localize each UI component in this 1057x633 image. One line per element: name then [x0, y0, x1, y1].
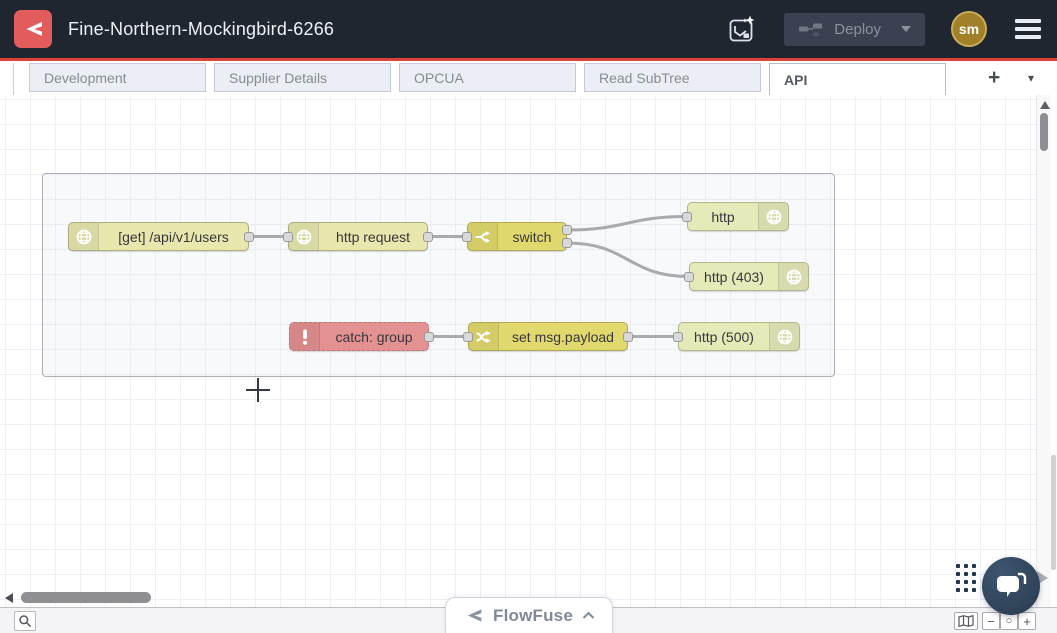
flow-node-http-res[interactable]: http [687, 202, 789, 231]
input-port[interactable] [682, 211, 692, 222]
tab-list-button[interactable]: ▾ [1028, 71, 1035, 85]
vertical-scrollbar-thumb[interactable] [1040, 113, 1048, 151]
node-label: http (403) [704, 268, 764, 285]
globe-icon [69, 223, 99, 250]
tab-label: Read SubTree [599, 69, 690, 86]
flowfuse-mark-icon [26, 22, 42, 36]
map-icon [958, 615, 974, 627]
globe-icon [769, 323, 799, 350]
globe-icon [778, 263, 808, 290]
chat-drag-handle[interactable] [956, 564, 976, 592]
deploy-options-caret-icon[interactable] [901, 26, 911, 32]
flow-node-switch[interactable]: switch [467, 222, 567, 251]
node-label: catch: group [335, 328, 413, 345]
main-menu-button[interactable] [1013, 15, 1043, 43]
tab-supplier-details[interactable]: Supplier Details [214, 63, 391, 92]
node-label: switch [512, 228, 552, 245]
add-flow-button[interactable]: + [988, 66, 1001, 89]
tab-label: OPCUA [414, 69, 464, 86]
tab-label: Supplier Details [229, 69, 328, 86]
tab-label: API [784, 71, 808, 88]
shuffle-icon [469, 323, 499, 350]
tab-bar: Development Supplier Details OPCUA Read Sub… [0, 61, 1057, 95]
tab-read-subtree[interactable]: Read SubTree [584, 63, 761, 92]
hamburger-icon [1015, 19, 1041, 23]
input-port[interactable] [673, 331, 683, 342]
flow-node-http-in[interactable]: [get] /api/v1/users [68, 222, 249, 251]
header-actions: Deploy sm [726, 11, 1043, 47]
flow-node-http-request[interactable]: http request [288, 222, 428, 251]
horizontal-scrollbar-thumb[interactable] [21, 592, 151, 603]
globe-icon [289, 223, 319, 250]
chat-bubbles-icon [997, 572, 1027, 597]
output-port[interactable] [562, 225, 572, 235]
tab-label: Development [44, 69, 127, 86]
fork-icon [468, 223, 498, 250]
node-label: [get] /api/v1/users [118, 228, 229, 245]
input-port[interactable] [462, 231, 472, 242]
tab-api[interactable]: API [769, 63, 946, 95]
tab-strip: Development Supplier Details OPCUA Read Sub… [29, 63, 954, 95]
zoom-in-button[interactable]: + [1018, 612, 1036, 630]
node-label: http (500) [694, 328, 754, 345]
flow-node-http-res-500[interactable]: http (500) [678, 322, 800, 351]
output-port[interactable] [623, 331, 633, 342]
output-port[interactable] [424, 331, 434, 342]
output-port[interactable] [562, 238, 572, 248]
flow-node-catch[interactable]: catch: group [289, 322, 429, 351]
user-avatar[interactable]: sm [951, 11, 987, 47]
tab-scroll-spacer [0, 63, 14, 95]
vertical-scrollbar-track[interactable] [1036, 95, 1051, 607]
scroll-up-arrow-icon[interactable] [1040, 101, 1050, 109]
tab-development[interactable]: Development [29, 63, 206, 92]
deploy-button[interactable]: Deploy [784, 12, 925, 46]
scroll-left-arrow-icon[interactable] [5, 593, 13, 603]
navigator-toggle-button[interactable] [954, 612, 978, 630]
chat-expand-arrow-icon[interactable] [1037, 571, 1048, 585]
flowfuse-banner-label: FlowFuse [493, 605, 573, 625]
flowfuse-gray-mark-icon [467, 609, 482, 622]
workspace-title: Fine-Northern-Mockingbird-6266 [68, 18, 335, 39]
flow-node-change[interactable]: set msg.payload [468, 322, 628, 351]
input-port[interactable] [684, 271, 694, 282]
input-port[interactable] [283, 231, 293, 242]
flow-node-http-res-403[interactable]: http (403) [689, 262, 809, 291]
flowfuse-logo[interactable] [14, 10, 52, 48]
ai-sparkle-icon [729, 15, 755, 42]
deploy-icon [799, 23, 823, 36]
outer-scrollbar-thumb[interactable] [1051, 455, 1056, 570]
flow-canvas[interactable] [0, 95, 1036, 607]
header-accent-line [0, 58, 1057, 61]
zoom-out-button[interactable]: − [982, 612, 1000, 630]
tab-opcua[interactable]: OPCUA [399, 63, 576, 92]
node-label: http request [336, 228, 410, 245]
node-label: http [711, 208, 735, 225]
output-port[interactable] [423, 231, 433, 242]
globe-icon [758, 203, 788, 230]
flow-assistant-button[interactable] [726, 13, 758, 45]
input-port[interactable] [463, 331, 473, 342]
flowfuse-banner[interactable]: FlowFuse [445, 597, 613, 633]
node-label: set msg.payload [512, 328, 614, 345]
search-icon [19, 615, 32, 628]
chevron-up-icon [582, 611, 595, 619]
search-flows-button[interactable] [14, 611, 36, 631]
deploy-label: Deploy [834, 20, 881, 38]
exclamation-icon [290, 323, 320, 350]
chat-launcher-button[interactable] [982, 557, 1040, 615]
output-port[interactable] [244, 231, 254, 242]
header-bar: Fine-Northern-Mockingbird-6266 [0, 0, 1057, 58]
